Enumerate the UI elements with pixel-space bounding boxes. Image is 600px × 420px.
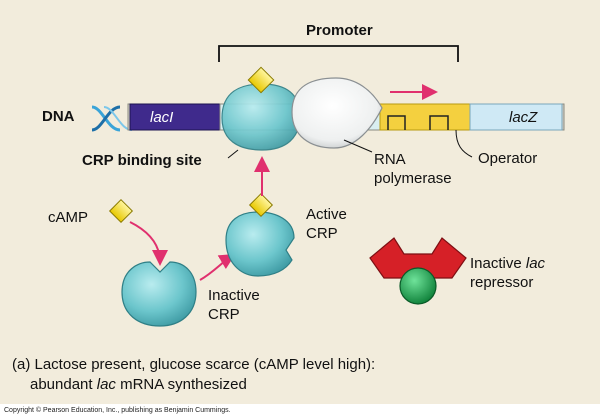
diagram-panel [0,0,600,404]
repressor-label-prefix: Inactive [470,255,522,272]
free-camp-icon [108,198,134,224]
figure-caption: (a) Lactose present, glucose scarce (cAM… [12,355,592,395]
lacI-gene [129,103,221,131]
active-crp [225,211,295,277]
inactive-crp-label-line1: Inactive [208,287,260,304]
caption-suffix: mRNA synthesized [120,376,247,393]
copyright-notice: Copyright © Pearson Education, Inc., pub… [4,407,231,414]
lacZ-gene [469,103,563,131]
promoter-label: Promoter [306,22,373,39]
bound-camp-icon [247,66,275,94]
camp-binding-arrow [129,221,168,266]
dna-helix-end-icon [91,105,133,132]
active-camp-icon [248,192,274,218]
caption-prefix: abundant [30,376,93,393]
inactive-crp [121,261,197,327]
active-crp-label-line1: Active [306,206,347,223]
lacZ-label: lacZ [509,109,538,126]
operator-region [379,103,471,131]
inactive-crp-label-line2: CRP [208,306,240,323]
repressor-label-line1: Inactive lac [470,255,546,272]
bound-crp [221,83,301,151]
promoter-bracket [218,45,459,62]
active-crp-label-line2: CRP [306,225,338,242]
caption-line-1: (a) Lactose present, glucose scarce (cAM… [12,356,376,373]
activation-arrow [199,253,236,281]
crp-binding-site-label: CRP binding site [82,152,202,169]
dna-label: DNA [42,108,75,125]
camp-label: cAMP [48,209,88,226]
operator-label: Operator [478,150,537,167]
rna-polymerase [291,77,383,149]
rna-polymerase-leader [343,139,373,153]
caption-gene: lac [96,376,116,393]
repressor-label-line2: repressor [470,274,533,291]
caption-line-2: abundant lac mRNA synthesized [12,375,592,395]
rna-polymerase-label-line1: RNA [374,151,406,168]
rna-polymerase-label-line2: polymerase [374,170,452,187]
repressor-label-gene: lac [526,255,546,272]
inactive-lac-repressor [369,237,467,305]
operator-leader [455,129,473,158]
crp-site-leader [227,149,239,159]
lacI-label: lacI [150,109,173,126]
